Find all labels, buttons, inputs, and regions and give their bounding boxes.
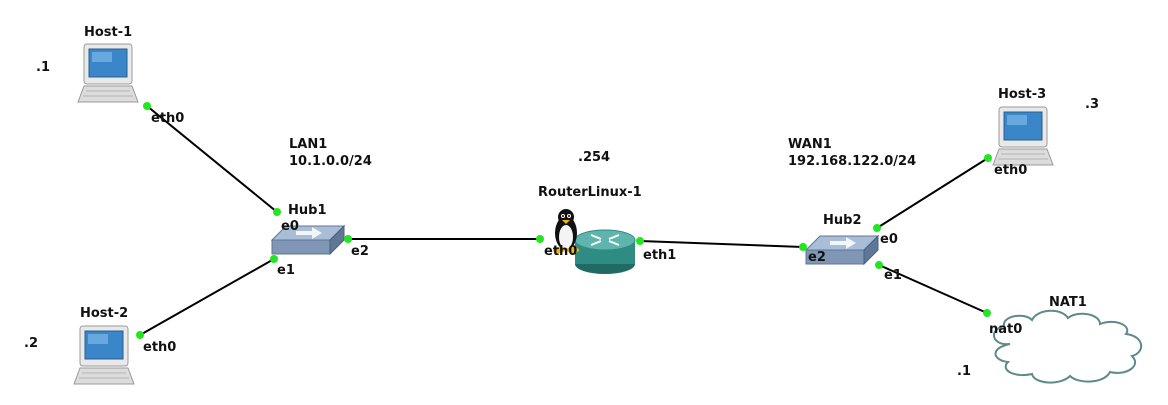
hub1-port-e2-label: e2 bbox=[351, 244, 369, 259]
port-dots bbox=[136, 102, 992, 339]
port-dot-host2-eth0 bbox=[136, 331, 144, 339]
port-dot-host3-eth0 bbox=[984, 154, 992, 162]
hub2-port-e2-label: e2 bbox=[808, 250, 826, 265]
host2-ip-suffix: .2 bbox=[24, 336, 38, 351]
port-dot-hub2-e1 bbox=[875, 261, 883, 269]
hub2-port-e1-label: e1 bbox=[884, 268, 902, 283]
port-dot-hub1-e2 bbox=[344, 235, 352, 243]
host3-port-label: eth0 bbox=[994, 163, 1028, 178]
link-router-hub2[interactable] bbox=[639, 240, 804, 248]
hub2-name: Hub2 bbox=[823, 213, 862, 228]
host2-computer-icon[interactable] bbox=[73, 325, 135, 385]
router-ip-suffix: .254 bbox=[578, 150, 611, 165]
host1-ip-suffix: .1 bbox=[36, 60, 50, 75]
host2-name: Host-2 bbox=[80, 306, 129, 321]
port-dot-router-eth0 bbox=[536, 235, 544, 243]
host3-ip-suffix: .3 bbox=[1085, 97, 1099, 112]
nat1-port-label: nat0 bbox=[989, 322, 1023, 337]
nat1-cloud-icon[interactable] bbox=[993, 309, 1142, 384]
port-dot-router-eth1 bbox=[636, 237, 644, 245]
wan1-subnet: 192.168.122.0/24 bbox=[788, 154, 917, 169]
linux-penguin-icon bbox=[553, 209, 579, 253]
hub1-name: Hub1 bbox=[288, 203, 327, 218]
hub2-port-e0-label: e0 bbox=[880, 232, 898, 247]
lan1-subnet: 10.1.0.0/24 bbox=[289, 154, 372, 169]
port-dot-hub2-e2 bbox=[799, 243, 807, 251]
host3-name: Host-3 bbox=[998, 87, 1047, 102]
hub1-port-e1-label: e1 bbox=[277, 263, 295, 278]
lan1-name: LAN1 bbox=[289, 137, 328, 152]
link-host2-hub1[interactable] bbox=[139, 258, 275, 336]
host1-name: Host-1 bbox=[84, 25, 133, 40]
wan1-name: WAN1 bbox=[788, 137, 832, 152]
router-name: RouterLinux-1 bbox=[538, 185, 642, 200]
nat1-name: NAT1 bbox=[1049, 295, 1087, 310]
host1-port-label: eth0 bbox=[151, 111, 185, 126]
host3-computer-icon[interactable] bbox=[992, 106, 1054, 166]
hub1-port-e0-label: e0 bbox=[281, 219, 299, 234]
host1-computer-icon[interactable] bbox=[77, 43, 139, 103]
port-dot-nat1-nat0 bbox=[983, 309, 991, 317]
link-hub2-nat1[interactable] bbox=[878, 264, 988, 314]
port-dot-hub2-e0 bbox=[873, 224, 881, 232]
port-dot-hub1-e1 bbox=[270, 255, 278, 263]
nat1-ip-suffix: .1 bbox=[957, 364, 971, 379]
hub2-icon[interactable] bbox=[804, 234, 880, 266]
hub1-icon[interactable] bbox=[270, 224, 346, 256]
link-host1-hub1[interactable] bbox=[146, 105, 278, 213]
router-port-eth1-label: eth1 bbox=[643, 248, 677, 263]
link-hub2-host3[interactable] bbox=[876, 157, 989, 229]
port-dot-host1-eth0 bbox=[143, 102, 151, 110]
router-icon[interactable] bbox=[574, 229, 636, 274]
links bbox=[139, 105, 989, 336]
host2-port-label: eth0 bbox=[143, 340, 177, 355]
port-dot-hub1-e0 bbox=[273, 208, 281, 216]
router-port-eth0-label: eth0 bbox=[544, 244, 578, 259]
